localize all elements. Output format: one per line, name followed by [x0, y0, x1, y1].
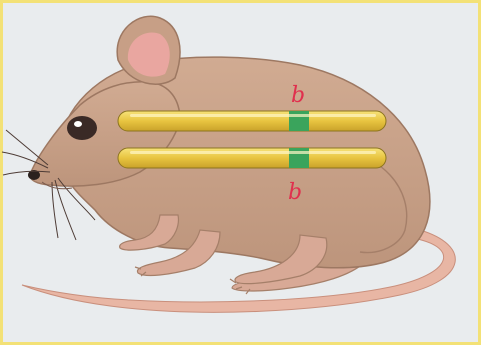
eye [67, 116, 97, 140]
chromosome-bottom [118, 148, 386, 168]
allele-label-bottom: b [288, 180, 302, 205]
chromosome-top [118, 111, 386, 131]
allele-label-top: b [291, 83, 305, 108]
